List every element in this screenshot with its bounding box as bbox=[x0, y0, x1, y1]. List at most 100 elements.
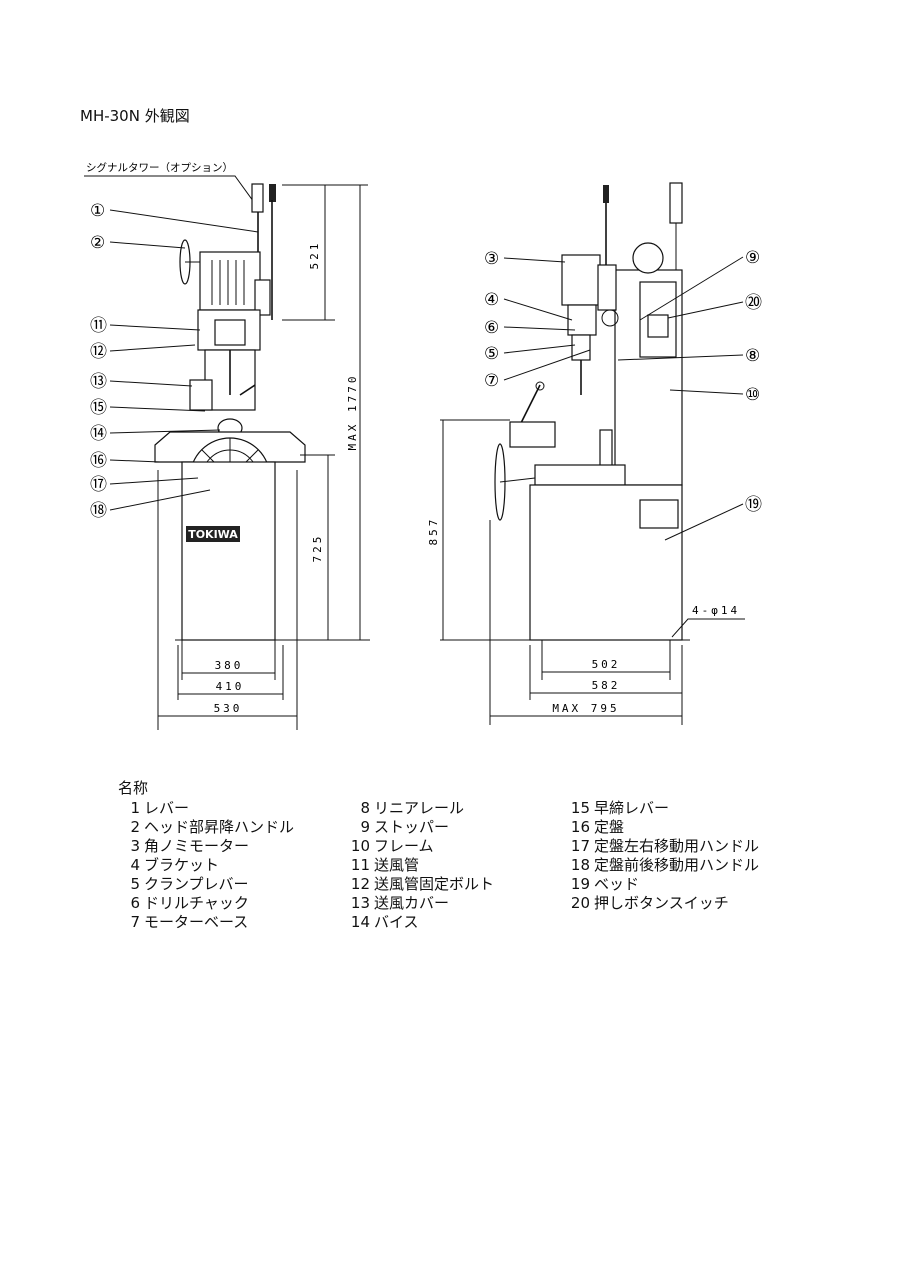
motor-side bbox=[561, 254, 601, 306]
part-name: 押しボタンスイッチ bbox=[594, 894, 729, 912]
table-side bbox=[534, 464, 626, 486]
front-view-callouts: ① ② ⑪ ⑫ ⑬ ⑮ ⑭ ⑯ ⑰ ⑱ bbox=[90, 201, 107, 521]
dim-380: 380 bbox=[215, 659, 244, 672]
part-number: 18 bbox=[570, 856, 590, 874]
callout-4: ④ bbox=[484, 290, 499, 310]
callout-11: ⑪ bbox=[90, 316, 107, 336]
part-name: 送風カバー bbox=[374, 894, 450, 912]
callout-2: ② bbox=[90, 233, 105, 253]
part-number: 16 bbox=[570, 818, 590, 836]
part-name: ドリルチャック bbox=[144, 894, 249, 912]
callout-15: ⑮ bbox=[90, 398, 107, 418]
callout-1: ① bbox=[90, 201, 105, 221]
dim-502: 502 bbox=[592, 658, 621, 671]
bed bbox=[181, 461, 276, 641]
vise bbox=[509, 421, 556, 448]
part-name: バイス bbox=[374, 913, 419, 931]
part-name: クランプレバー bbox=[144, 875, 249, 893]
callout-13: ⑬ bbox=[90, 372, 107, 392]
callout-18: ⑱ bbox=[90, 501, 107, 521]
part-name: ブラケット bbox=[144, 856, 220, 874]
side-view-callouts: ③ ④ ⑥ ⑤ ⑦ ⑨ ⑳ ⑧ ⑩ ⑲ bbox=[484, 248, 762, 515]
part-name: ヘッド部昇降ハンドル bbox=[144, 818, 295, 836]
part-number: 5 bbox=[130, 875, 140, 893]
side-view bbox=[440, 182, 690, 641]
part-number: 14 bbox=[350, 913, 370, 931]
dim-max-1770: MAX 1770 bbox=[346, 374, 359, 451]
signal-tower-label: シグナルタワー（オプション） bbox=[86, 161, 233, 174]
dim-max-795: MAX 795 bbox=[552, 702, 619, 715]
part-number: 9 bbox=[360, 818, 370, 836]
tokiwa-logo bbox=[186, 526, 240, 542]
part-number: 7 bbox=[130, 913, 140, 931]
part-name: 早締レバー bbox=[594, 799, 670, 817]
part-name: リニアレール bbox=[374, 799, 465, 817]
part-name: 定盤左右移動用ハンドル bbox=[594, 837, 760, 855]
dim-725: 725 bbox=[311, 534, 324, 563]
part-number: 11 bbox=[350, 856, 370, 874]
dim-582: 582 bbox=[592, 679, 621, 692]
dim-410: 410 bbox=[216, 680, 245, 693]
dim-holes: 4-φ14 bbox=[692, 604, 740, 617]
signal-tower bbox=[251, 183, 264, 213]
part-name: 角ノミモーター bbox=[144, 837, 250, 855]
part-number: 19 bbox=[570, 875, 590, 893]
signal-tower-leader bbox=[84, 175, 257, 206]
part-number: 2 bbox=[130, 818, 140, 836]
part-name: ストッパー bbox=[374, 818, 450, 836]
part-name: ベッド bbox=[594, 875, 640, 893]
part-number: 3 bbox=[130, 837, 140, 855]
nameplate bbox=[639, 499, 679, 529]
callout-10: ⑩ bbox=[745, 385, 760, 405]
motor bbox=[199, 251, 261, 311]
part-number: 13 bbox=[350, 894, 370, 912]
part-name: 送風管固定ボルト bbox=[374, 875, 495, 893]
part-name: フレーム bbox=[374, 837, 434, 855]
callout-6: ⑥ bbox=[484, 318, 499, 338]
signal-tower-side bbox=[669, 182, 683, 224]
lever-grip bbox=[269, 184, 276, 202]
dim-857: 857 bbox=[427, 517, 440, 546]
part-name: 定盤 bbox=[594, 818, 625, 836]
dim-521: 521 bbox=[308, 241, 321, 270]
part-number: 17 bbox=[570, 837, 590, 855]
parts-list-heading: 名称 bbox=[118, 779, 149, 797]
callout-3: ③ bbox=[484, 249, 499, 269]
callout-5: ⑤ bbox=[484, 344, 499, 364]
callout-16: ⑯ bbox=[90, 451, 107, 471]
callout-19: ⑲ bbox=[745, 495, 762, 515]
callout-12: ⑫ bbox=[90, 342, 107, 362]
part-number: 6 bbox=[130, 894, 140, 912]
part-number: 20 bbox=[570, 894, 590, 912]
front-view: TOKIWA bbox=[154, 183, 370, 641]
part-number: 10 bbox=[350, 837, 370, 855]
part-name: レバー bbox=[144, 799, 190, 817]
callout-20: ⑳ bbox=[745, 293, 762, 313]
part-number: 4 bbox=[130, 856, 140, 874]
callout-17: ⑰ bbox=[90, 475, 107, 495]
callout-14: ⑭ bbox=[90, 424, 107, 444]
callout-9: ⑨ bbox=[745, 248, 760, 268]
callout-8: ⑧ bbox=[745, 346, 760, 366]
dim-530: 530 bbox=[214, 702, 243, 715]
part-number: 1 bbox=[130, 799, 140, 817]
